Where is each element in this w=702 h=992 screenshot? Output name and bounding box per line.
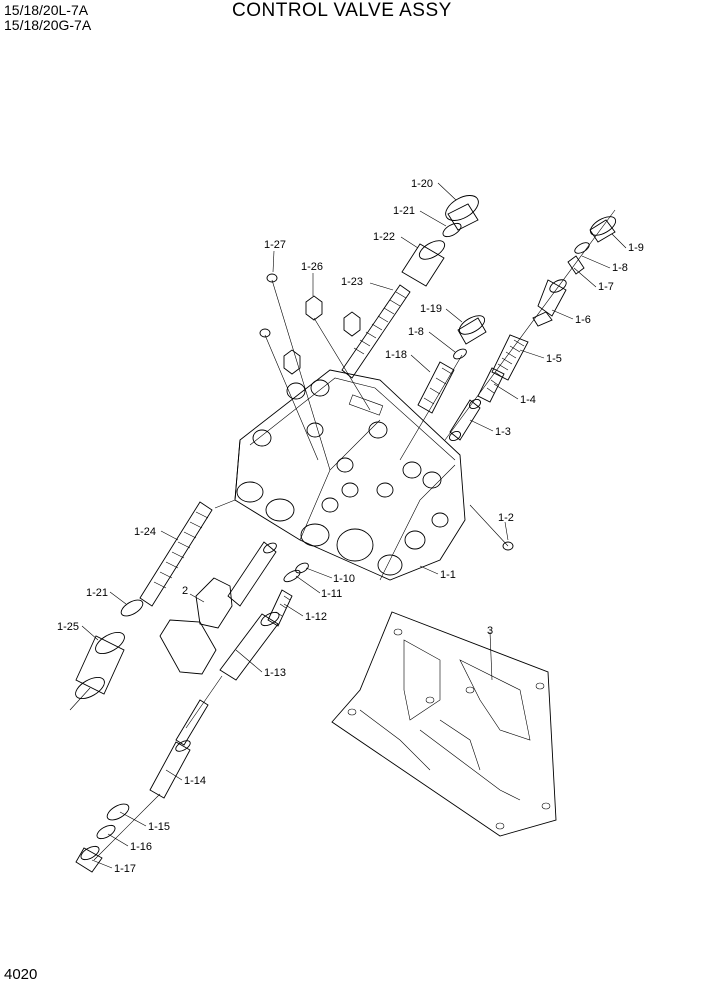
callout-1-18: 1-18 [385, 349, 407, 361]
right-spool-stack [444, 209, 617, 551]
callout-1-26: 1-26 [301, 261, 323, 273]
callout-1-14: 1-14 [184, 775, 206, 787]
callout-1-24: 1-24 [134, 526, 156, 538]
callout-1-16: 1-16 [130, 841, 152, 853]
callout-1-20: 1-20 [411, 178, 433, 190]
callout-1-1: 1-1 [440, 569, 456, 581]
callout-labels: 1-20 1-21 1-22 1-27 1-26 1-23 1-19 1-8 1… [57, 178, 644, 875]
callout-1-11: 1-11 [321, 588, 342, 600]
model-line-2: 15/18/20G-7A [4, 17, 92, 33]
callout-1-15: 1-15 [148, 821, 170, 833]
callout-1-3: 1-3 [495, 426, 511, 438]
separator-plate [331, 611, 557, 837]
callout-1-17: 1-17 [114, 863, 136, 875]
left-spring-and-cap [69, 501, 213, 711]
valve-body [214, 369, 466, 581]
callout-1-12: 1-12 [305, 611, 327, 623]
callout-1-10: 1-10 [333, 573, 355, 585]
callout-1-13: 1-13 [264, 667, 286, 679]
callout-1-8-left: 1-8 [408, 326, 424, 338]
callout-1-8-right: 1-8 [612, 262, 628, 274]
callout-1-19: 1-19 [420, 303, 442, 315]
callout-1-25: 1-25 [57, 621, 79, 633]
callout-1-27: 1-27 [264, 239, 286, 251]
center-spool-stack [75, 562, 309, 873]
callout-1-22: 1-22 [373, 231, 395, 243]
page-title: CONTROL VALVE ASSY [232, 0, 452, 21]
plugs [259, 273, 371, 471]
solenoid [159, 541, 277, 675]
callout-1-2: 1-2 [498, 512, 514, 524]
callout-1-23: 1-23 [341, 276, 363, 288]
callout-1-21-top: 1-21 [393, 205, 415, 217]
callout-1-7: 1-7 [598, 281, 614, 293]
callout-2: 2 [182, 585, 188, 597]
leader-lines [81, 182, 627, 869]
callout-1-9: 1-9 [628, 242, 644, 254]
callout-3: 3 [487, 625, 493, 637]
callout-1-6: 1-6 [575, 314, 591, 326]
callout-1-5: 1-5 [546, 353, 562, 365]
upper-middle-parts [341, 195, 487, 461]
callout-1-4: 1-4 [520, 394, 536, 406]
model-line-1: 15/18/20L-7A [4, 2, 89, 18]
callout-1-21-left: 1-21 [86, 587, 108, 599]
page-number: 4020 [4, 966, 38, 983]
